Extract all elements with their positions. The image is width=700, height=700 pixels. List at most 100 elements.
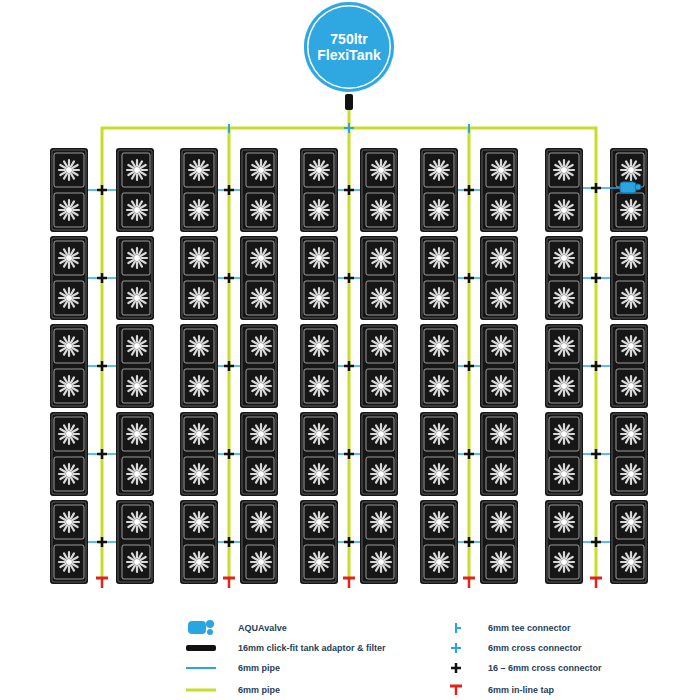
pot-pair (480, 324, 518, 408)
pot (486, 329, 514, 363)
plant-icon (491, 424, 511, 444)
plant-icon (189, 288, 209, 308)
plant-icon (59, 512, 79, 532)
plant-icon (127, 336, 147, 356)
drip-pipe (458, 453, 480, 455)
tank-label: 750ltr FlexiTank (311, 31, 387, 63)
pot-tray (480, 236, 518, 320)
cross-connector (224, 277, 234, 280)
plant-icon (371, 512, 391, 532)
plant-icon (491, 160, 511, 180)
pot-pair (360, 324, 398, 408)
drip-pipe (458, 365, 480, 367)
pot (486, 417, 514, 451)
pot-tray (50, 412, 88, 496)
plant-icon (309, 464, 329, 484)
plant-icon (127, 160, 147, 180)
pot (54, 241, 84, 275)
plant-icon (621, 288, 641, 308)
pot (549, 281, 579, 315)
pot (122, 457, 150, 491)
pot-outline (547, 326, 581, 406)
pot (246, 193, 274, 227)
drip-pipe (458, 189, 480, 191)
pot-tray (610, 236, 648, 320)
pot (304, 417, 334, 451)
pot (549, 153, 579, 187)
pot-outline (422, 150, 456, 230)
pot-tray (180, 148, 218, 232)
pot (549, 505, 579, 539)
pot (246, 457, 274, 491)
pot-outline (422, 238, 456, 318)
pot (366, 193, 394, 227)
pot-tray (610, 324, 648, 408)
pot-outline (547, 502, 581, 582)
pot (246, 417, 274, 451)
plant-icon (189, 464, 209, 484)
pot (424, 457, 454, 491)
pot-tray (240, 324, 278, 408)
pot-tray (545, 412, 583, 496)
pot (54, 545, 84, 579)
cross-connector (344, 541, 354, 544)
pot-pair (240, 324, 278, 408)
plant-icon (251, 424, 271, 444)
pot-outline (302, 502, 336, 582)
inline-tap (463, 577, 475, 580)
pot-outline (118, 150, 152, 230)
drip-pipe (338, 189, 360, 191)
pot-tray (116, 412, 154, 496)
pot (616, 505, 644, 539)
plant-icon (371, 200, 391, 220)
pot (246, 369, 274, 403)
plant-icon (554, 288, 574, 308)
pot-tray (545, 324, 583, 408)
pot-pair (180, 412, 218, 496)
pot (122, 193, 150, 227)
cross-connector (97, 365, 107, 368)
pot-tray (420, 324, 458, 408)
plant-icon (371, 464, 391, 484)
pot (486, 457, 514, 491)
pot (246, 281, 274, 315)
pot-outline (52, 414, 86, 494)
pot (366, 545, 394, 579)
pot-tray (180, 412, 218, 496)
pot-tray (610, 148, 648, 232)
cross-connector (97, 189, 107, 192)
pot (304, 281, 334, 315)
pot-pair (50, 236, 88, 320)
pot-pair (50, 148, 88, 232)
pot (304, 457, 334, 491)
pot-pair (545, 412, 583, 496)
pot-pair (116, 412, 154, 496)
pot-tray (180, 500, 218, 584)
pot-outline (547, 238, 581, 318)
pot (122, 545, 150, 579)
pot (424, 329, 454, 363)
plant-icon (251, 336, 271, 356)
inline-tap (343, 577, 355, 580)
pot-tray (545, 148, 583, 232)
pot-outline (422, 414, 456, 494)
plant-icon (189, 552, 209, 572)
plant-icon (251, 160, 271, 180)
pot-tray (116, 236, 154, 320)
plant-icon (429, 248, 449, 268)
tank-circle: 750ltr FlexiTank (304, 2, 394, 92)
pot-tray (610, 500, 648, 584)
pot (54, 417, 84, 451)
pot-tray (300, 500, 338, 584)
cross-connector (464, 453, 474, 456)
pot-outline (547, 414, 581, 494)
cross-connector (591, 365, 601, 368)
pot-tray (420, 500, 458, 584)
pot (366, 153, 394, 187)
pot (184, 281, 214, 315)
pot-tray (610, 412, 648, 496)
plant-icon (251, 376, 271, 396)
plant-icon (251, 248, 271, 268)
plant-icon (554, 376, 574, 396)
pot (366, 329, 394, 363)
